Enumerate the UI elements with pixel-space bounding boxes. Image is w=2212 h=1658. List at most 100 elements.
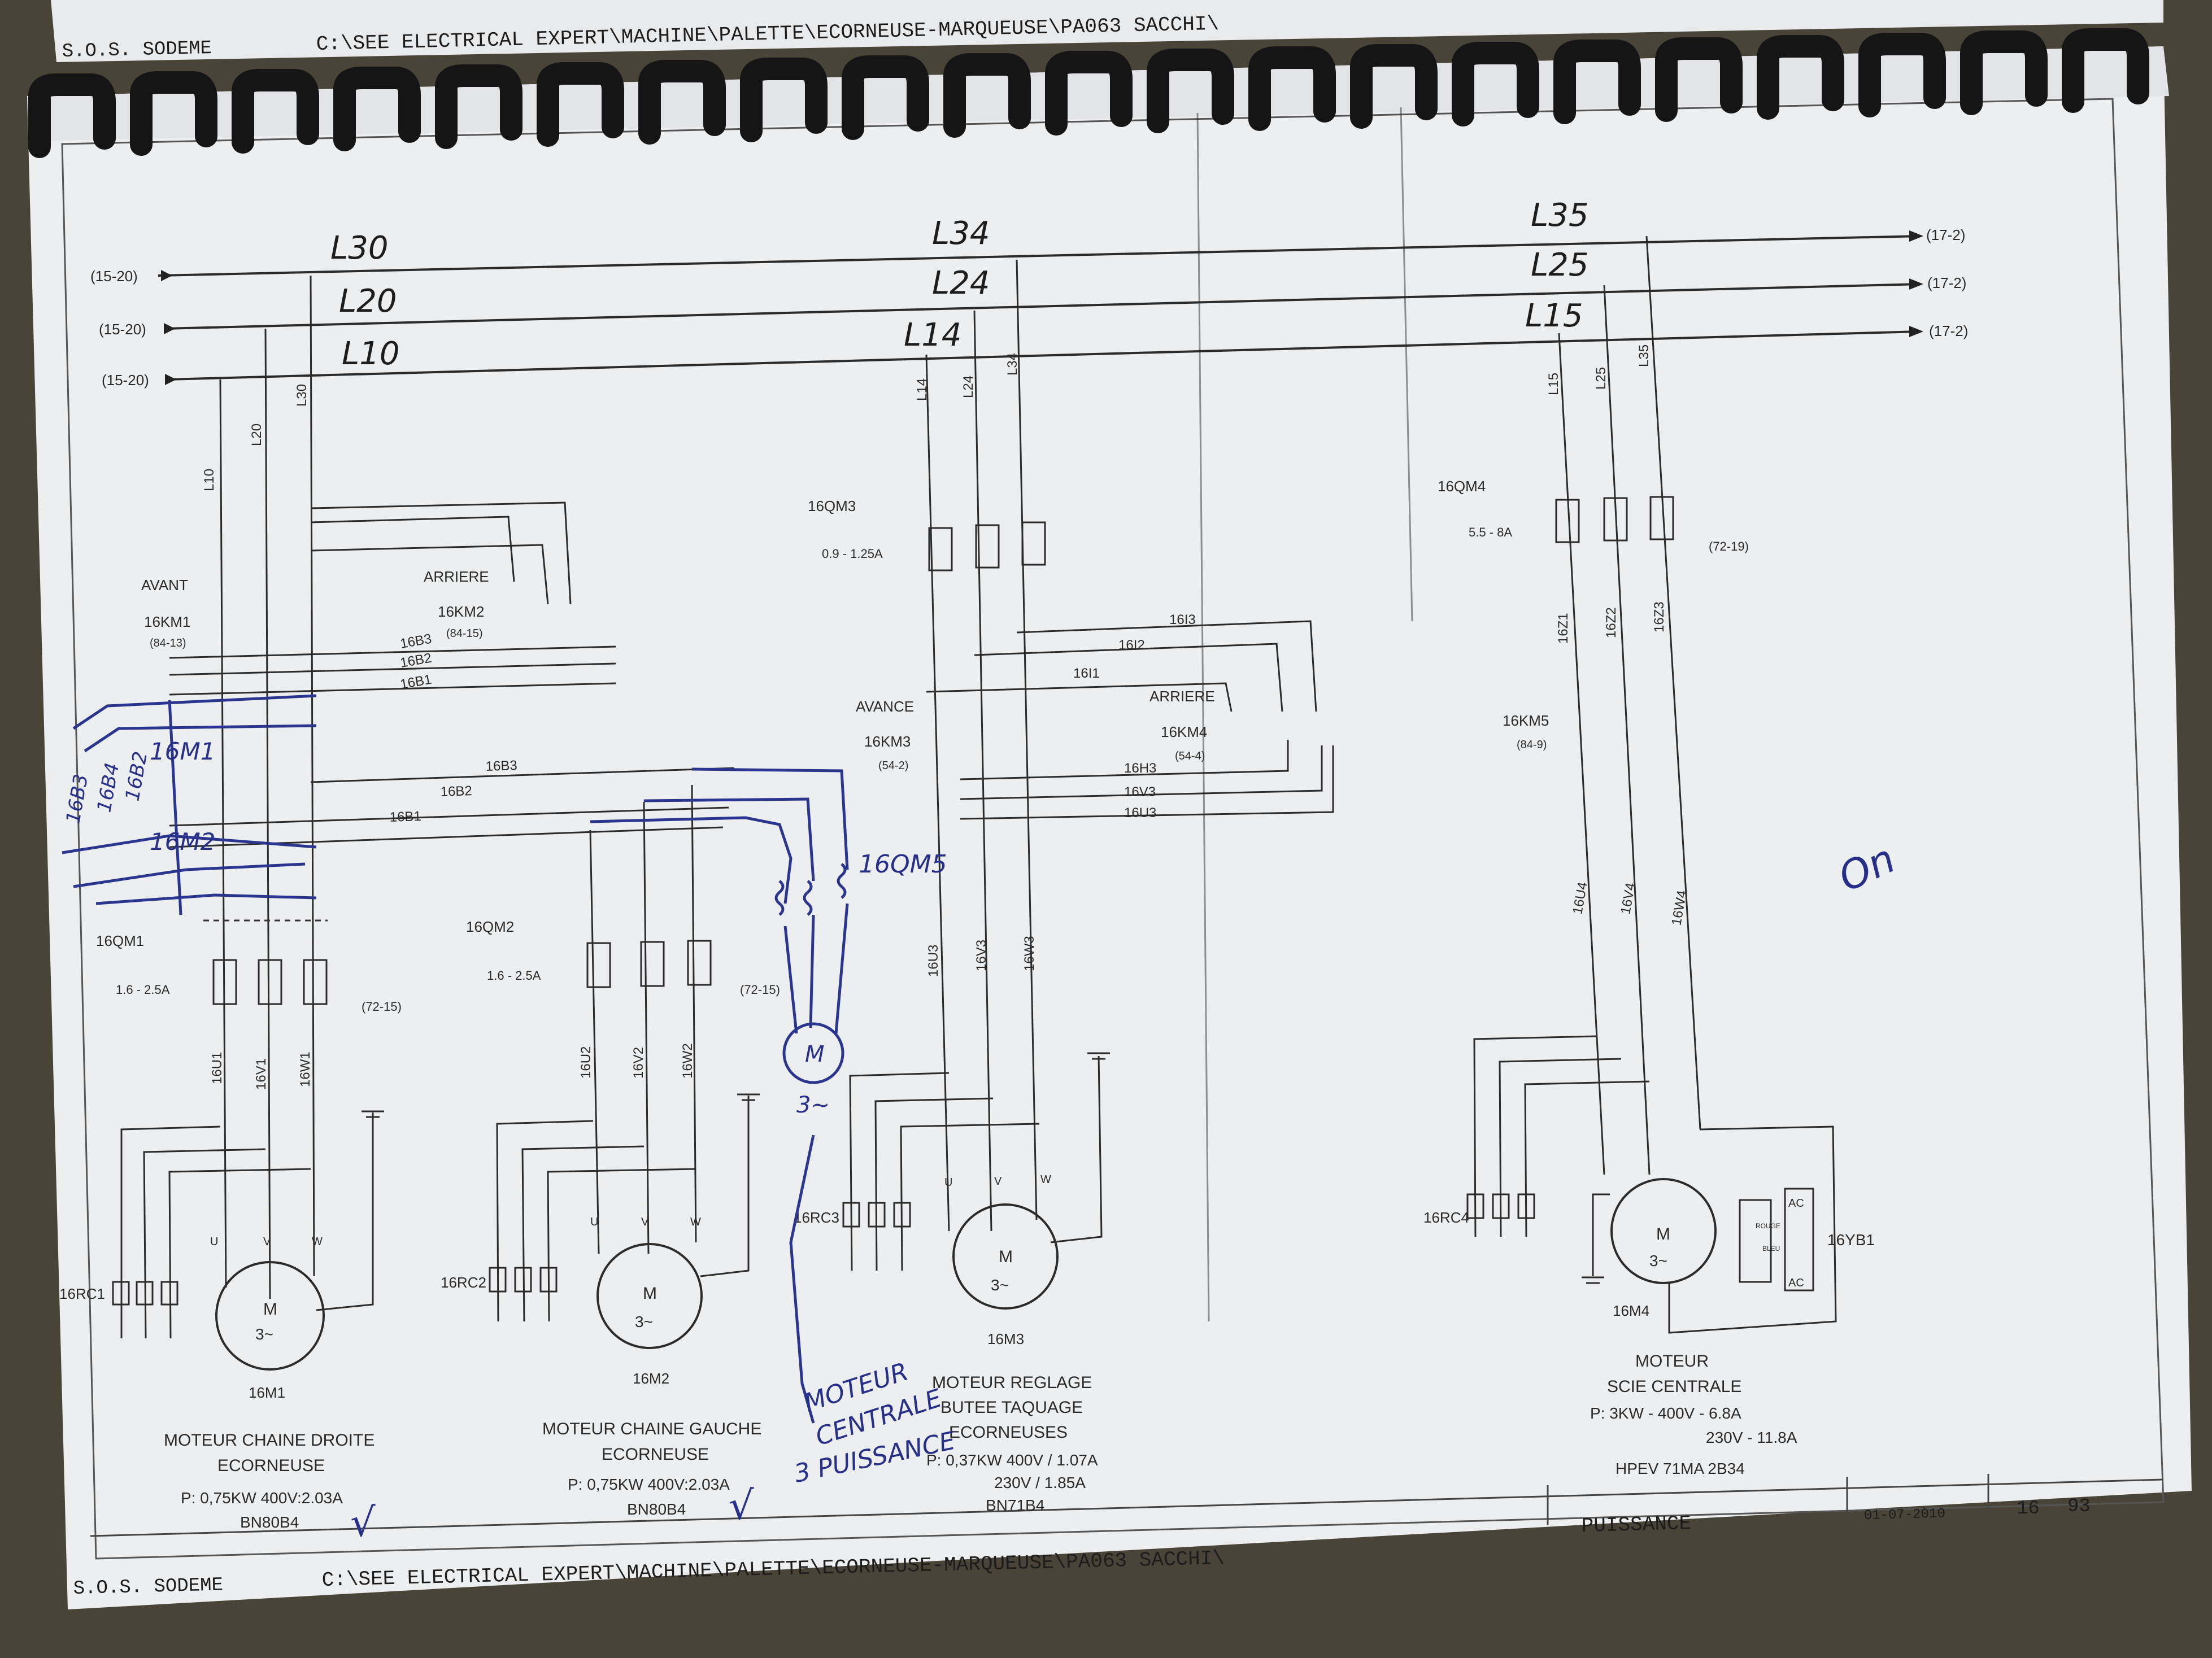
binder-ring <box>2062 28 2149 113</box>
m4-breaker-range: 5.5 - 8A <box>1469 525 1512 539</box>
m4-contactor-ref: (84-9) <box>1517 739 1547 751</box>
m1-desc-4: BN80B4 <box>240 1513 299 1531</box>
m3-rev-1: 16H3 <box>1124 761 1156 776</box>
m2-out-1: 16U2 <box>578 1046 594 1079</box>
m3-rev-label: ARRIERE <box>1149 688 1215 705</box>
pen-motor: M <box>805 1041 825 1067</box>
hand-l15: L15 <box>1525 298 1583 334</box>
m3-breaker: 16QM3 <box>808 498 856 514</box>
hand-l25: L25 <box>1531 247 1588 283</box>
binder-ring <box>1350 44 1438 129</box>
paper-sheet <box>27 46 2192 1609</box>
bus-in-ref-2: (15-20) <box>99 321 146 338</box>
hand-l24: L24 <box>932 265 990 302</box>
m1-contactor-rev: 16KM2 <box>438 603 484 620</box>
binder-ring <box>1858 33 1946 117</box>
m2-bus-1: 16B1 <box>389 809 421 825</box>
m3-desc-4: P: 0,37KW 400V / 1.07A <box>926 1451 1098 1469</box>
m3-rev-2: 16V3 <box>1124 784 1156 800</box>
m3-rev-3: 16U3 <box>1124 805 1156 821</box>
bus-line-1 <box>166 330 1921 381</box>
m1-wire-in-3: L30 <box>294 384 310 407</box>
binder-ring <box>638 60 726 145</box>
m1-breaker-range: 1.6 - 2.5A <box>116 983 170 997</box>
footer-date: 01-07-2010 <box>1864 1506 1946 1524</box>
pen-phase: 3~ <box>796 1092 830 1118</box>
bus-in-ref-3: (15-20) <box>90 268 138 285</box>
m2-breaker: 16QM2 <box>466 918 514 935</box>
m2-bus-2: 16B2 <box>440 783 472 800</box>
m3-contactor-fwd-ref: (54-2) <box>878 760 908 772</box>
m2-terminal-v: V <box>641 1216 649 1228</box>
pen-check-2: √ <box>729 1482 754 1529</box>
m3-bus-2: 16I2 <box>1118 638 1145 653</box>
m2-ref: (72-15) <box>740 983 780 997</box>
footer-page: 16 <box>2017 1498 2040 1520</box>
bus-arrow-out-1 <box>1909 326 1923 337</box>
m4-desc-3: P: 3KW - 400V - 6.8A <box>1590 1404 1741 1422</box>
m4-motor-symbol: M <box>1656 1225 1670 1244</box>
motor3-group: L14 L24 L34 16QM3 0.9 - 1.25A 16I3 16I2 … <box>794 259 1334 1514</box>
m1-desc-2: ECORNEUSE <box>217 1456 325 1475</box>
m4-contactor: 16KM5 <box>1503 712 1549 729</box>
bus-arrow-in-3 <box>161 270 172 281</box>
m3-wire-in-1: L14 <box>915 378 930 401</box>
footer-pages: 93 <box>2067 1496 2091 1517</box>
binder-ring <box>130 71 217 156</box>
m2-bus-3: 16B3 <box>485 758 517 774</box>
m4-desc-5: HPEV 71MA 2B34 <box>1616 1460 1745 1477</box>
m3-cap: 16RC3 <box>794 1209 839 1226</box>
m3-contactor-fwd: 16KM3 <box>864 733 911 750</box>
m2-phase-symbol: 3~ <box>635 1313 653 1330</box>
m1-phase-symbol: 3~ <box>255 1325 273 1343</box>
m3-bus-3: 16I3 <box>1169 612 1196 627</box>
m1-rev-label: ARRIERE <box>424 568 489 585</box>
hand-l20: L20 <box>339 283 397 320</box>
m4-mid-3: 16Z3 <box>1652 601 1667 632</box>
m2-desc-2: ECORNEUSE <box>602 1445 709 1464</box>
m4-desc-4: 230V - 11.8A <box>1706 1429 1797 1446</box>
m1-wire-in-2: L20 <box>249 424 264 446</box>
m2-desc-3: P: 0,75KW 400V:2.03A <box>568 1476 730 1493</box>
m1-breaker: 16QM1 <box>96 932 144 949</box>
m2-terminal-u: U <box>590 1216 598 1228</box>
m3-out-3: 16W3 <box>1022 936 1037 971</box>
binder-ring <box>435 64 522 149</box>
bus-line-2 <box>163 283 1921 330</box>
m3-desc-2: BUTEE TAQUAGE <box>940 1398 1083 1417</box>
binder-ring <box>1045 51 1133 136</box>
m3-terminal-u: U <box>944 1176 952 1189</box>
m1-ref: (72-15) <box>362 1000 402 1014</box>
m2-motor-symbol: M <box>643 1284 657 1303</box>
binder-ring <box>1452 42 1539 126</box>
m4-brake-rouge: ROUGE <box>1756 1222 1780 1230</box>
binder-ring <box>1147 49 1234 133</box>
bus-out-ref-2: (17-2) <box>1927 274 1966 291</box>
m3-phase-symbol: 3~ <box>991 1276 1009 1294</box>
m1-motor-id: 16M1 <box>249 1384 285 1401</box>
m1-terminal-w: W <box>312 1236 323 1248</box>
motor4-group: L15 L25 L35 16QM4 5.5 - 8A (72-19) 16Z1 … <box>1423 235 1875 1477</box>
bus-arrow-out-2 <box>1909 278 1923 290</box>
m4-cap: 16RC4 <box>1423 1209 1469 1226</box>
pen-side-1: 16M1 <box>150 738 215 765</box>
header-company: S.O.S. SODEME <box>62 38 212 63</box>
bus-line-3 <box>158 235 1921 277</box>
m4-motor-id: 16M4 <box>1613 1302 1649 1319</box>
m1-desc-3: P: 0,75KW 400V:2.03A <box>181 1489 343 1507</box>
hand-l10: L10 <box>342 335 399 372</box>
m4-mid-1: 16Z1 <box>1556 613 1571 644</box>
m3-breaker-range: 0.9 - 1.25A <box>822 547 883 561</box>
pen-side-2: 16M2 <box>150 828 215 856</box>
m3-contactor-rev: 16KM4 <box>1161 723 1207 740</box>
m3-desc-1: MOTEUR REGLAGE <box>932 1373 1092 1392</box>
m4-mid-2: 16Z2 <box>1604 607 1619 638</box>
pen-breaker: 16QM5 <box>859 850 947 879</box>
footer-section: PUISSANCE <box>1581 1512 1691 1538</box>
m4-desc-2: SCIE CENTRALE <box>1607 1377 1741 1396</box>
bus-arrow-out-3 <box>1909 230 1923 242</box>
m2-desc-1: MOTEUR CHAINE GAUCHE <box>542 1420 761 1438</box>
motor1-group: L10 L20 L30 16B3 16B2 16B1 AVANT 16KM1 (… <box>59 275 616 1531</box>
m1-contactor-rev-ref: (84-15) <box>446 627 482 640</box>
